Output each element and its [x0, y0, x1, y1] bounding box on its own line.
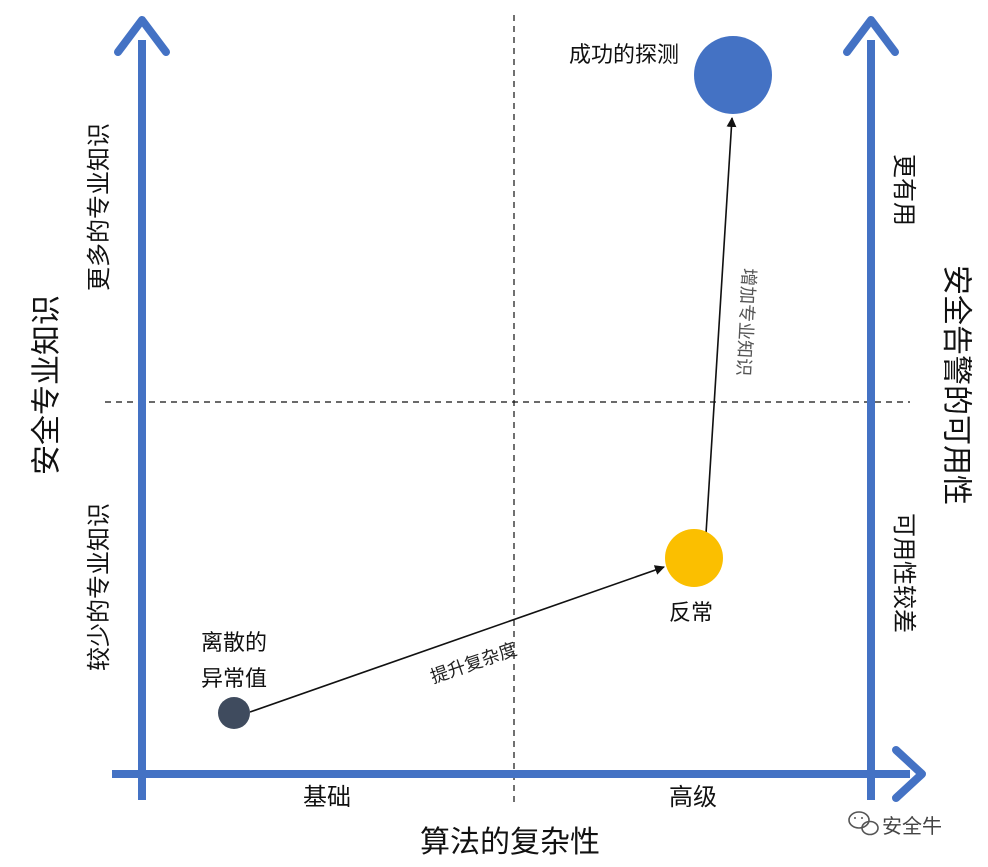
arrow2-label: 增加专业知识 [732, 268, 759, 377]
point-anomaly [665, 529, 723, 587]
point-discrete-outliers [218, 697, 250, 729]
left-axis-title: 安全专业知识 [30, 295, 65, 475]
right-axis-title: 安全告警的可用性 [939, 265, 974, 505]
right-axis [843, 16, 899, 800]
label-discrete-line1: 离散的 [201, 631, 267, 656]
left-upper-label: 更多的专业知识 [85, 123, 113, 291]
x-axis [112, 746, 926, 802]
right-upper-label: 更有用 [890, 154, 918, 226]
arrow1-label: 提升复杂度 [428, 639, 520, 688]
x-right-label: 高级 [669, 783, 717, 811]
label-discrete-line2: 异常值 [201, 667, 267, 692]
arrow-increase-complexity [249, 565, 665, 713]
point-successful-detection [694, 36, 772, 114]
left-axis [114, 16, 170, 800]
watermark-text: 安全牛 [882, 814, 942, 838]
watermark: 安全牛 [848, 811, 942, 838]
wechat-icon [848, 811, 879, 836]
left-lower-label: 较少的专业知识 [85, 503, 113, 671]
label-successful-detection: 成功的探测 [569, 43, 679, 68]
x-axis-title: 算法的复杂性 [420, 825, 600, 860]
arrow-increase-expertise [705, 117, 737, 535]
right-lower-label: 可用性较差 [890, 513, 918, 633]
x-left-label: 基础 [303, 783, 351, 811]
label-anomaly: 反常 [669, 601, 713, 626]
